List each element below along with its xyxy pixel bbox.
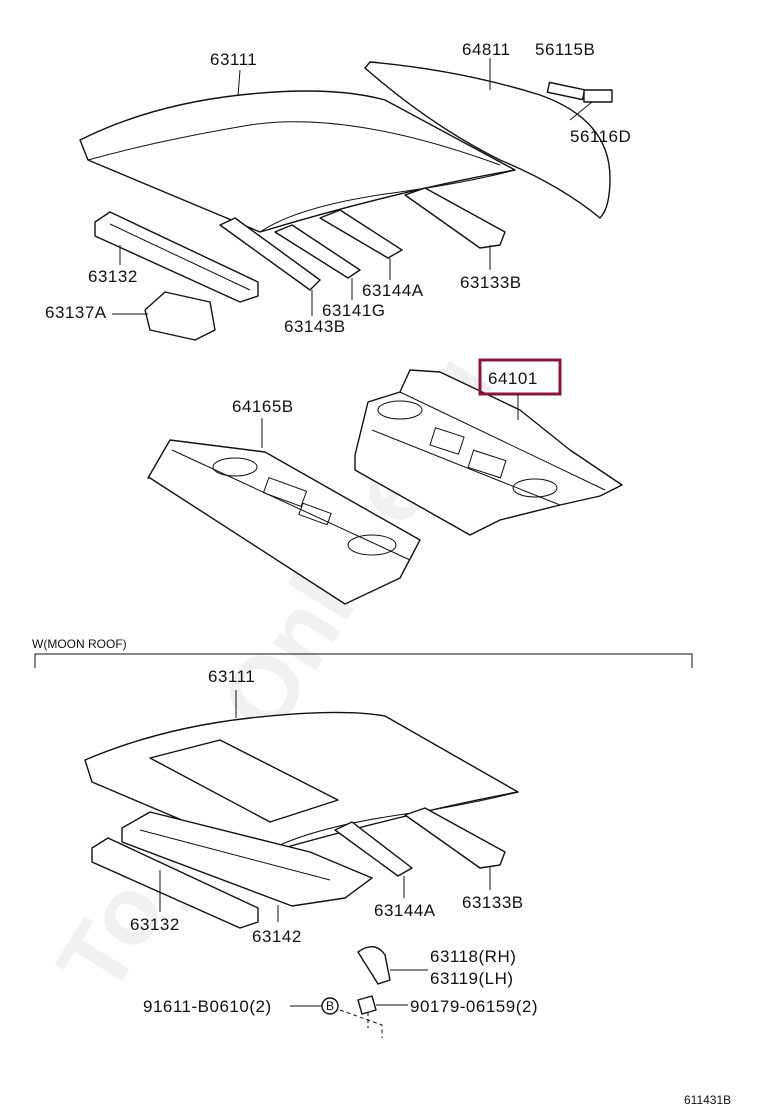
label-hinge-rh: 63118(RH)	[430, 947, 516, 966]
figure-code: 611431B	[684, 1093, 731, 1107]
label-hinge-lh: 63119(LH)	[430, 969, 514, 988]
nut[interactable]	[357, 995, 377, 1015]
label-clip-a: 56115B	[535, 40, 595, 59]
section-label: W(MOON ROOF)	[32, 637, 127, 651]
label-package-tray-panel: 64101	[488, 369, 538, 388]
rear-header[interactable]	[404, 187, 506, 249]
highlight-64101	[478, 358, 562, 396]
label-bracket: 63137A	[45, 303, 107, 322]
label-bolt: 91611-B0610(2)	[143, 997, 272, 1016]
label-bow-a: 63143B	[284, 317, 346, 336]
front-header-moonroof[interactable]	[91, 837, 259, 929]
clip-56116d[interactable]	[583, 89, 613, 103]
label-rear-header: 63133B	[460, 273, 522, 292]
label-bow-c: 63144A	[362, 281, 424, 300]
bow-63141g[interactable]	[274, 224, 361, 279]
label-back-window-glass: 64811	[462, 40, 511, 59]
middle-package-tray-group: 64101 64165B	[147, 358, 623, 605]
top-roof-group: 63111 64811 56115B 56116D 63132 63137A 6…	[45, 40, 631, 341]
rear-header-moonroof[interactable]	[404, 807, 506, 869]
bow-63144a[interactable]	[319, 209, 403, 259]
label-front-header-moonroof: 63132	[130, 915, 180, 934]
moon-roof-section: W(MOON ROOF)	[32, 637, 693, 668]
label-clip-b: 56116D	[570, 127, 631, 146]
package-tray-trim[interactable]	[147, 439, 421, 605]
bow-63144a-moonroof[interactable]	[334, 821, 413, 877]
label-bow-b: 63141G	[322, 301, 386, 320]
label-roof-panel-moonroof: 63111	[208, 667, 255, 686]
bottom-roof-group: B 63111 63132 63142 63144A 63133B 63118(…	[84, 667, 538, 1038]
label-package-tray-trim: 64165B	[232, 397, 294, 416]
reinforcement[interactable]	[121, 811, 373, 907]
label-front-header: 63132	[88, 267, 138, 286]
label-rear-header-moonroof: 63133B	[462, 893, 524, 912]
hinge[interactable]	[357, 946, 391, 985]
back-window-glass[interactable]	[364, 61, 611, 219]
moon-roof-opening	[149, 739, 339, 823]
clip-56115b[interactable]	[546, 81, 586, 101]
bracket[interactable]	[144, 291, 216, 341]
bolt-marker-letter: B	[326, 999, 334, 1013]
roof-panel[interactable]	[79, 90, 516, 233]
bow-63143b[interactable]	[219, 217, 321, 291]
label-nut: 90179-06159(2)	[410, 997, 538, 1016]
label-reinforcement: 63142	[252, 927, 302, 946]
label-roof-panel: 63111	[210, 50, 257, 69]
label-bow-moonroof: 63144A	[374, 901, 436, 920]
front-header[interactable]	[94, 211, 259, 303]
